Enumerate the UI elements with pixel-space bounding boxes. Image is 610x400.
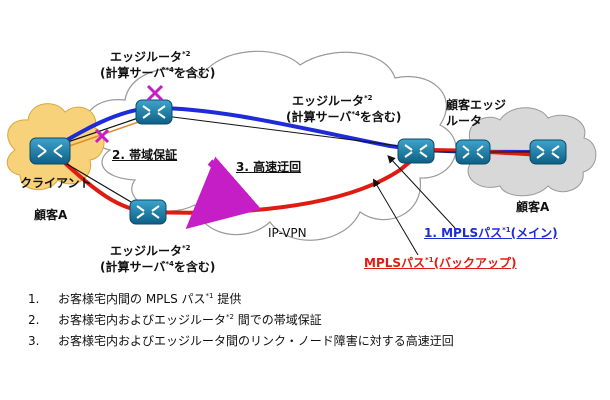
customer-edge-label-1: 顧客エッジ xyxy=(446,98,507,112)
router-edge-top xyxy=(135,99,173,125)
pointer-backup xyxy=(372,178,419,256)
list-item: 1. お客様宅内間の MPLS パス*1 提供 xyxy=(28,292,242,306)
edge-router-bot-label: エッジルータ*2 xyxy=(110,244,191,258)
failure-cross-icon xyxy=(94,128,110,144)
customer-a-right-label: 顧客A xyxy=(516,200,550,214)
mpls-main-label: 1. MPLSパス*1(メイン) xyxy=(424,226,558,240)
customer-edge-label-2: ルータ xyxy=(446,114,483,128)
calc-server-bot-label: (計算サーバ*4を含む) xyxy=(100,260,216,274)
link-line-mid-black xyxy=(164,115,416,149)
bandwidth-guarantee-label: 2. 帯域保証 xyxy=(112,148,178,162)
list-item: 2. お客様宅内およびエッジルータ*2 間での帯域保証 xyxy=(28,313,322,327)
list-item: 3. お客様宅内およびエッジルータ間のリンク・ノード障害に対する高速迂回 xyxy=(28,334,454,348)
router-customer-edge xyxy=(455,139,491,165)
customer-a-left-label: 顧客A xyxy=(34,208,68,222)
client-label: クライアント xyxy=(20,176,92,190)
feature-list: 1. お客様宅内間の MPLS パス*1 提供 2. お客様宅内およびエッジルー… xyxy=(28,292,598,355)
router-client xyxy=(29,137,71,165)
mpls-backup-label: MPLSパス*1(バックアップ) xyxy=(364,256,517,270)
pointer-main xyxy=(387,155,456,229)
router-edge-bottom xyxy=(129,199,167,225)
failure-cross-icon xyxy=(146,84,164,102)
edge-router-mid-label: エッジルータ*2 xyxy=(292,94,373,108)
calc-server-mid-label: (計算サーバ*4を含む) xyxy=(286,110,402,124)
network-diagram xyxy=(6,50,597,256)
router-edge-mid xyxy=(397,138,435,164)
fast-reroute-label: 3. 高速迂回 xyxy=(236,160,302,174)
edge-router-top-label: エッジルータ*2 xyxy=(110,50,191,64)
fast-reroute-arrow xyxy=(185,156,262,230)
router-customer-a-right xyxy=(529,139,567,165)
ip-vpn-label: IP-VPN xyxy=(268,226,307,240)
calc-server-top-label: (計算サーバ*4を含む) xyxy=(100,66,216,80)
